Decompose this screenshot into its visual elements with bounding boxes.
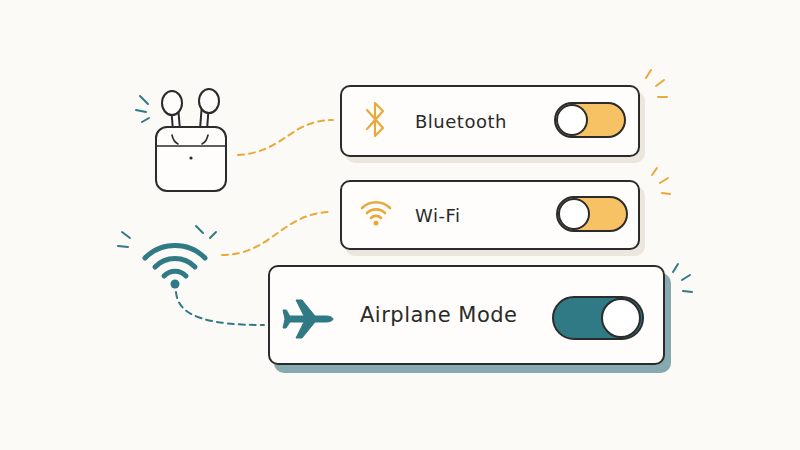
wifi-signal-arc [164,271,186,276]
earbud-head [199,89,219,113]
toggle-knob [602,299,640,337]
case-opening [172,135,208,144]
setting-box: Bluetooth [340,85,640,157]
setting-box: Airplane Mode [268,265,665,365]
sparkle-marks [118,226,216,247]
wifi-signal-arc [145,245,205,258]
toggle-track [553,297,643,339]
airplane-icon [283,300,333,338]
setting-label: Wi-Fi [415,205,460,226]
dashed-leader [176,292,264,325]
case-led [189,156,192,159]
setting-label: Airplane Mode [360,303,518,327]
sparkle-marks [646,70,667,97]
earbud-stem [202,110,205,150]
earbud-head [162,91,182,115]
sparkle-marks [673,264,692,292]
case-lid-line [157,145,225,147]
wifi-signal-dot [171,280,180,289]
wifi-icon-arc [371,216,381,218]
toggle-track [557,197,627,231]
earbud-stem [175,112,178,150]
sparkle-marks [652,168,670,194]
wifi-signal-arc [155,259,195,267]
earbud-stem-fill [175,112,178,150]
wifi-icon-dot [374,221,379,226]
setting-label: Bluetooth [415,111,507,132]
earbud-stem-fill [202,110,205,150]
dashed-leader [222,212,332,255]
toggle-knob [559,199,589,229]
bluetooth-icon [367,103,383,136]
toggle-knob [557,105,587,135]
setting-box: Wi-Fi [340,180,640,250]
dashed-leader [238,120,333,155]
wifi-icon-arc [362,202,390,208]
wifi-icon-arc [367,209,385,213]
airpods-case [156,127,226,191]
sparkle-marks [136,96,149,122]
toggle-track [555,103,625,137]
